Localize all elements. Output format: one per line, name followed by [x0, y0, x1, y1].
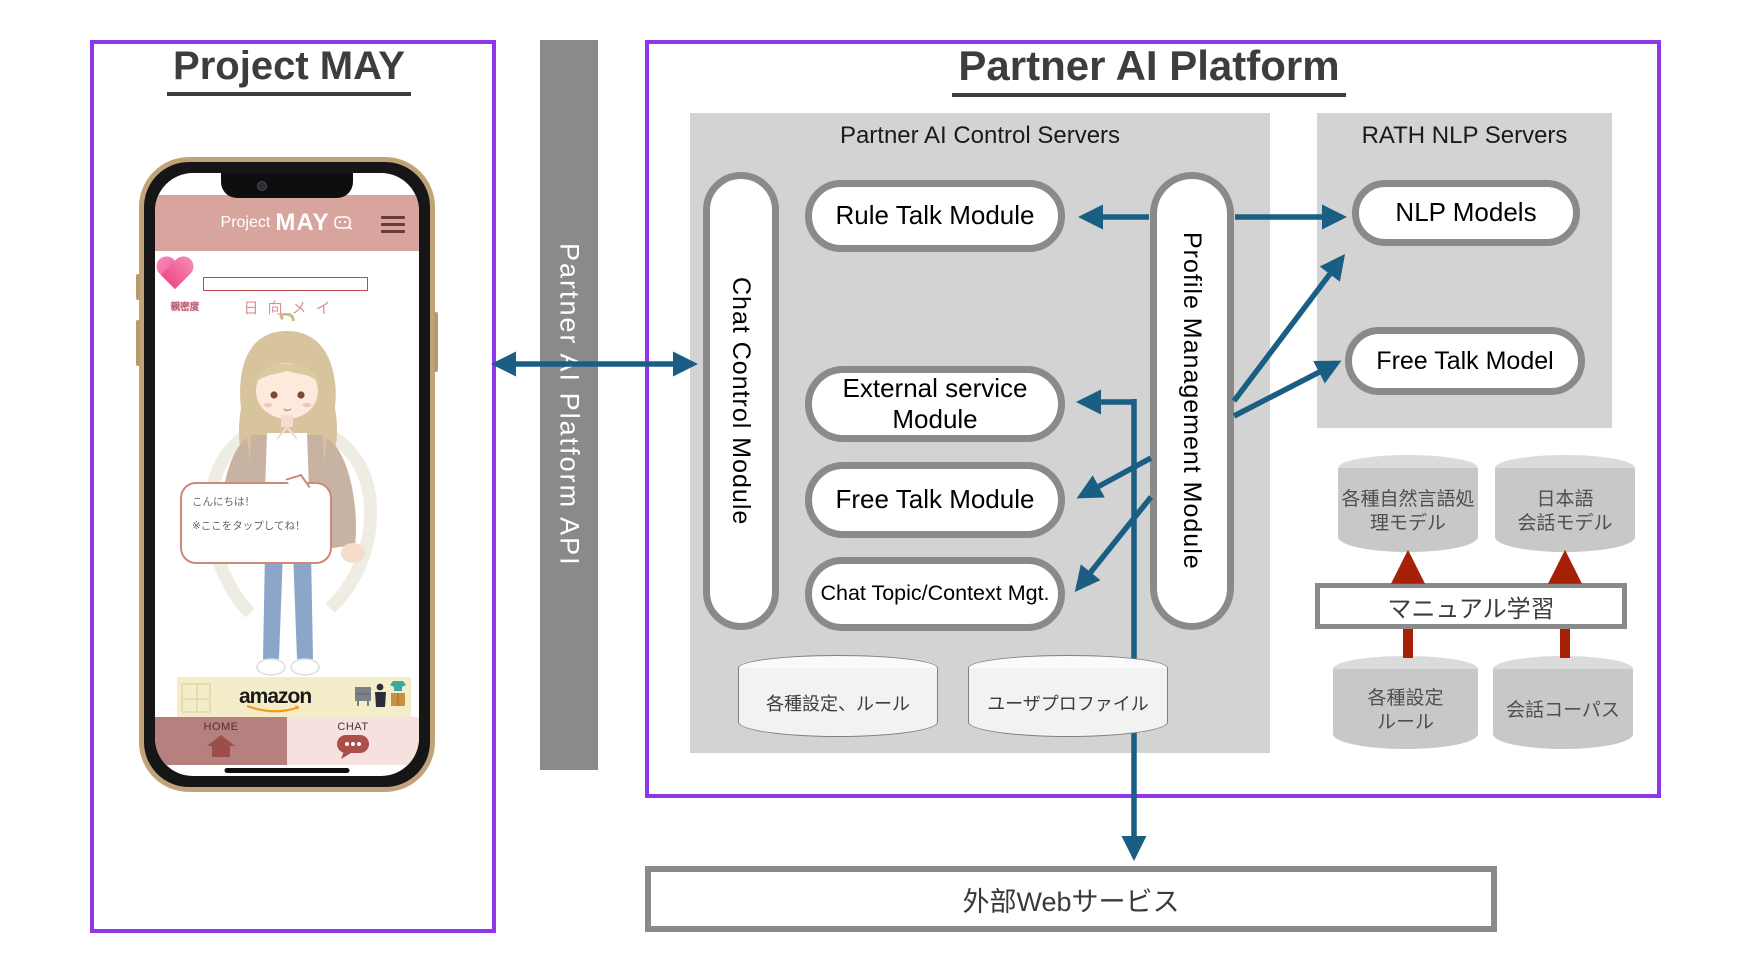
amazon-logo-text: amazon [239, 685, 312, 708]
chat-topic-context-module-label: Chat Topic/Context Mgt. [820, 581, 1050, 606]
manual-learning-label: マニュアル学習 [1387, 595, 1555, 623]
db-user-profile-label: ユーザプロファイル [987, 693, 1149, 714]
db-ja-dialog-model: 日本語 会話モデル [1495, 455, 1635, 552]
phone-mute-switch [136, 274, 140, 300]
free-talk-module: Free Talk Module [805, 462, 1065, 538]
nlp-models-module: NLP Models [1352, 180, 1580, 246]
nlp-models-label: NLP Models [1395, 197, 1537, 228]
partner-ai-platform-title: Partner AI Platform [645, 42, 1653, 97]
db-settings-rules-label: 各種設定、ルール [766, 693, 910, 714]
free-talk-model-label: Free Talk Model [1376, 347, 1554, 375]
banner-product-icons [354, 681, 407, 707]
profile-management-module-label: Profile Management Module [1178, 232, 1206, 570]
external-service-module-label: External service Module [842, 372, 1028, 434]
db-settings-rules-2-label: 各種設定 ルール [1367, 687, 1444, 733]
app-header: Project MAY [155, 195, 419, 251]
nav-chat-label: CHAT [337, 721, 369, 733]
chat-control-module-label: Chat Control Module [727, 276, 755, 526]
phone-camera-icon [257, 181, 267, 191]
nav-tab-home: HOME [155, 717, 287, 765]
partner-ai-platform-title-text: Partner AI Platform [952, 42, 1346, 97]
rule-talk-module: Rule Talk Module [805, 180, 1065, 252]
chat-icon [337, 735, 369, 759]
bottom-nav: HOME CHAT [155, 717, 419, 765]
shirt-and-box-icon [390, 681, 406, 706]
home-indicator [224, 768, 350, 773]
project-may-title: Project MAY [90, 44, 488, 96]
db-dialog-corpus-label: 会話コーパス [1506, 699, 1620, 721]
manual-learning-box: マニュアル学習 [1315, 583, 1627, 629]
profile-management-module: Profile Management Module [1150, 172, 1234, 630]
nav-home-label: HOME [203, 721, 239, 733]
chat-topic-context-module: Chat Topic/Context Mgt. [805, 557, 1065, 631]
api-bar-label: Partner AI Platform API [554, 243, 585, 567]
amazon-logo: amazon [239, 685, 312, 713]
db-dialog-corpus: 会話コーパス [1493, 656, 1633, 749]
character-name: 日向メイ [243, 300, 340, 317]
api-bar: Partner AI Platform API [540, 40, 598, 770]
affinity-heart-icon [165, 257, 205, 293]
phone-notch [221, 173, 353, 198]
rule-talk-module-label: Rule Talk Module [835, 200, 1035, 231]
free-talk-model-module: Free Talk Model [1345, 327, 1585, 395]
phone-power-button [434, 312, 438, 372]
free-talk-module-label: Free Talk Module [835, 484, 1035, 515]
rath-nlp-servers-title: RATH NLP Servers [1361, 122, 1568, 149]
db-nlp-models: 各種自然言語処 理モデル [1338, 455, 1478, 552]
db-user-profile: ユーザプロファイル [968, 655, 1168, 737]
affinity-value: 11 [167, 182, 183, 199]
phone-screen: Project MAY 11 親密度 日向メイ [155, 173, 419, 776]
app-title-prefix: Project [220, 214, 271, 231]
external-web-service-label: 外部Webサービス [962, 886, 1180, 917]
affinity-label: 親密度 [170, 302, 200, 313]
speech-line-2: ※ここをタップしてね！ [192, 520, 306, 532]
cabinet-icon [355, 687, 371, 706]
amazon-smile-icon [246, 705, 300, 713]
control-servers-title: Partner AI Control Servers [839, 122, 1121, 149]
home-icon [207, 735, 235, 757]
external-web-service-box: 外部Webサービス [645, 866, 1497, 932]
speech-bubble: こんにちは！ ※ここをタップしてね！ [180, 482, 332, 564]
db-nlp-models-label: 各種自然言語処 理モデル [1341, 488, 1475, 534]
db-settings-rules: 各種設定、ルール [738, 655, 938, 737]
phone-volume-button [136, 320, 140, 366]
nav-tab-chat: CHAT [287, 717, 419, 765]
app-title-main: MAY [275, 209, 330, 236]
project-may-title-text: Project MAY [167, 44, 411, 96]
ad-banner: amazon [177, 677, 411, 717]
person-icon [375, 683, 386, 707]
hamburger-menu-icon [381, 216, 405, 237]
db-ja-dialog-model-label: 日本語 会話モデル [1517, 488, 1613, 534]
db-settings-rules-2: 各種設定 ルール [1333, 656, 1478, 749]
banner-window-icon [181, 683, 211, 713]
speech-line-1: こんにちは！ [192, 496, 255, 508]
may-mascot-icon [334, 216, 353, 230]
external-service-module: External service Module [805, 366, 1065, 442]
chat-control-module: Chat Control Module [703, 172, 779, 630]
smartphone-mockup: Project MAY 11 親密度 日向メイ [136, 157, 438, 792]
affinity-progress-bar [203, 277, 368, 291]
